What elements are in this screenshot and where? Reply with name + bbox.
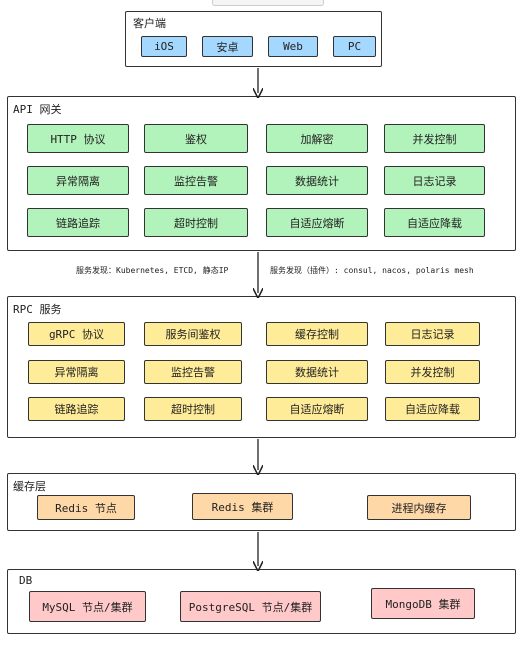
top-edge-fragment xyxy=(212,0,324,6)
gateway-layer-title: API 网关 xyxy=(13,103,62,116)
gateway-module-r2c4: 日志记录 xyxy=(384,166,485,195)
gateway-module-r2c1: 异常隔离 xyxy=(27,166,129,195)
gateway-module-r3c4: 自适应降载 xyxy=(384,208,485,237)
gateway-module-r1c3: 加解密 xyxy=(266,124,368,153)
gateway-module-r3c3: 自适应熔断 xyxy=(266,208,368,237)
db-mysql: MySQL 节点/集群 xyxy=(29,591,146,622)
client-web: Web xyxy=(268,36,318,57)
client-pc: PC xyxy=(333,36,376,57)
gateway-module-r1c4: 并发控制 xyxy=(384,124,485,153)
rpc-layer-title: RPC 服务 xyxy=(13,303,62,316)
discovery-right: 服务发现（插件）: consul, nacos, polaris mesh xyxy=(270,266,474,275)
rpc-module-r2c1: 异常隔离 xyxy=(28,360,125,384)
rpc-module-r1c4: 日志记录 xyxy=(385,322,480,346)
gateway-module-r2c3: 数据统计 xyxy=(266,166,368,195)
rpc-module-r2c2: 监控告警 xyxy=(144,360,242,384)
rpc-module-r3c4: 自适应降载 xyxy=(385,397,480,421)
db-postgresql: PostgreSQL 节点/集群 xyxy=(180,591,321,622)
cache-in-process: 进程内缓存 xyxy=(367,495,471,520)
rpc-module-r2c4: 并发控制 xyxy=(385,360,480,384)
cache-redis-cluster: Redis 集群 xyxy=(192,493,293,520)
db-layer-title: DB xyxy=(19,574,33,587)
cache-layer-title: 缓存层 xyxy=(13,480,46,493)
client-layer-title: 客户端 xyxy=(133,17,166,30)
gateway-module-r3c2: 超时控制 xyxy=(144,208,248,237)
cache-redis-node: Redis 节点 xyxy=(37,495,135,520)
db-mongodb: MongoDB 集群 xyxy=(371,588,475,619)
discovery-left: 服务发现：Kubernetes, ETCD, 静态IP xyxy=(76,266,229,275)
rpc-module-r3c2: 超时控制 xyxy=(144,397,242,421)
gateway-module-r1c1: HTTP 协议 xyxy=(27,124,129,153)
rpc-module-r3c1: 链路追踪 xyxy=(28,397,125,421)
gateway-module-r3c1: 链路追踪 xyxy=(27,208,129,237)
gateway-module-r1c2: 鉴权 xyxy=(144,124,248,153)
rpc-module-r1c1: gRPC 协议 xyxy=(28,322,125,346)
client-ios: iOS xyxy=(141,36,187,57)
gateway-module-r2c2: 监控告警 xyxy=(144,166,248,195)
rpc-module-r1c2: 服务间鉴权 xyxy=(144,322,242,346)
rpc-module-r1c3: 缓存控制 xyxy=(266,322,368,346)
rpc-module-r3c3: 自适应熔断 xyxy=(266,397,368,421)
rpc-module-r2c3: 数据统计 xyxy=(266,360,368,384)
client-android: 安卓 xyxy=(202,36,253,57)
